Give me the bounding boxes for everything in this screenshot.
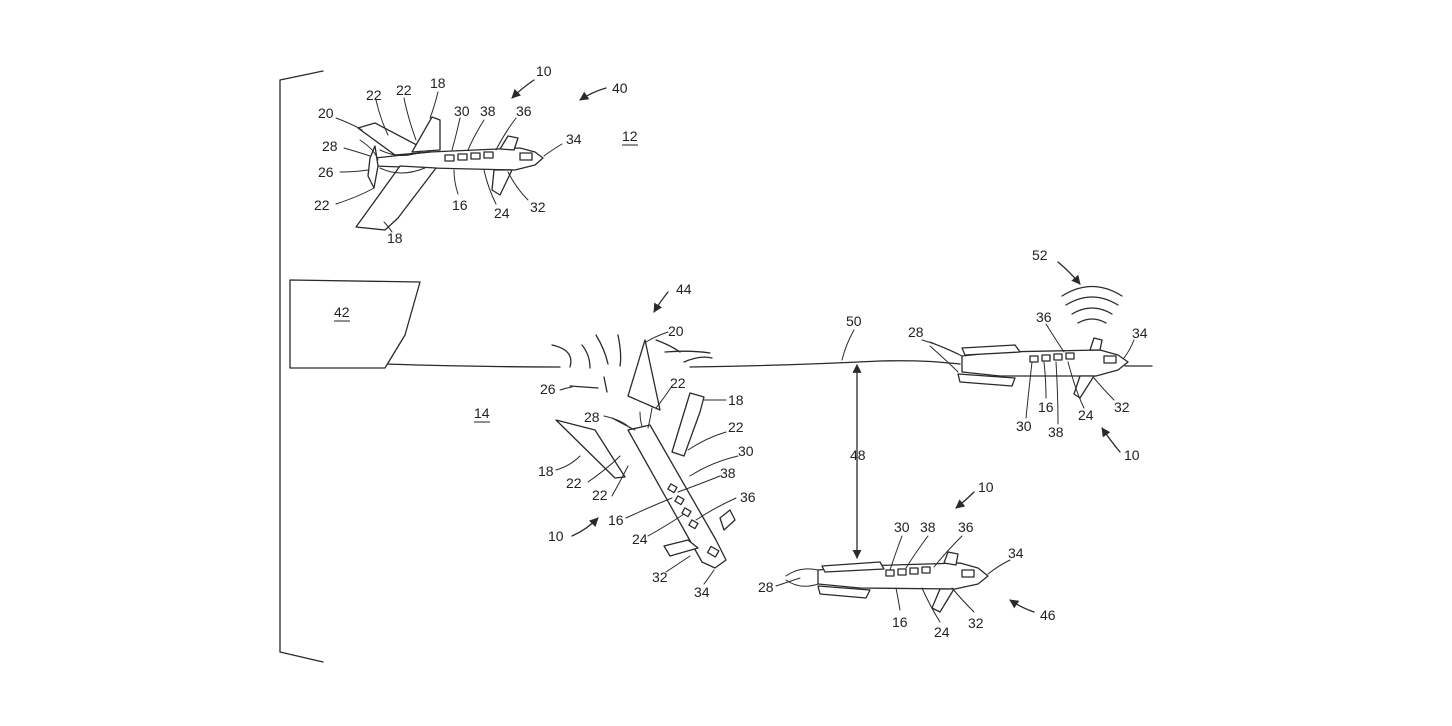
label-22-b: 22 [396, 82, 412, 98]
label-10-a: 10 [536, 63, 552, 79]
aircraft-44-crashing [551, 334, 736, 569]
label-24-a: 24 [494, 205, 510, 221]
label-36-d: 36 [958, 519, 974, 535]
label-18-d: 18 [538, 463, 554, 479]
label-38-b: 38 [720, 465, 736, 481]
label-32-a: 32 [530, 199, 546, 215]
label-18-c: 18 [728, 392, 744, 408]
label-18-a: 18 [430, 75, 446, 91]
label-16-d: 16 [892, 614, 908, 630]
label-52: 52 [1032, 247, 1048, 263]
label-36-a: 36 [516, 103, 532, 119]
label-46: 46 [1040, 607, 1056, 623]
label-24-b: 24 [632, 531, 648, 547]
label-18-b: 18 [387, 230, 403, 246]
label-28-d: 28 [758, 579, 774, 595]
label-34-d: 34 [1008, 545, 1024, 561]
water-surface-line [384, 360, 1153, 368]
label-28-b: 28 [584, 409, 600, 425]
left-boundary-bracket [279, 70, 324, 663]
label-30-c: 30 [1016, 418, 1032, 434]
aircraft-52-surfaced [929, 285, 1129, 399]
label-48: 48 [850, 447, 866, 463]
label-14: 14 [474, 405, 490, 421]
label-36-c: 36 [1036, 309, 1052, 325]
indicator-arrows [511, 79, 1121, 613]
label-10-c: 10 [1124, 447, 1140, 463]
label-24-c: 24 [1078, 407, 1094, 423]
label-22-a: 22 [366, 87, 382, 103]
label-16-a: 16 [452, 197, 468, 213]
label-28-c: 28 [908, 324, 924, 340]
label-34-b: 34 [694, 584, 710, 600]
label-28-a: 28 [322, 138, 338, 154]
label-36-b: 36 [740, 489, 756, 505]
label-44: 44 [676, 281, 692, 297]
reference-labels: 10 40 18 22 22 30 38 36 34 20 28 26 22 1… [314, 63, 1148, 640]
label-16-b: 16 [608, 512, 624, 528]
label-26-a: 26 [318, 164, 334, 180]
label-10-b: 10 [548, 528, 564, 544]
label-50: 50 [846, 313, 862, 329]
label-30-d: 30 [894, 519, 910, 535]
label-10-d: 10 [978, 479, 994, 495]
label-12: 12 [622, 128, 638, 144]
label-38-d: 38 [920, 519, 936, 535]
label-32-b: 32 [652, 569, 668, 585]
label-20-b: 20 [668, 323, 684, 339]
label-30-a: 30 [454, 103, 470, 119]
ship-42 [289, 279, 421, 369]
label-32-c: 32 [1114, 399, 1130, 415]
label-20-a: 20 [318, 105, 334, 121]
label-24-d: 24 [934, 624, 950, 640]
label-34-c: 34 [1132, 325, 1148, 341]
label-22-f: 22 [566, 475, 582, 491]
label-32-d: 32 [968, 615, 984, 631]
label-22-e: 22 [728, 419, 744, 435]
label-30-b: 30 [738, 443, 754, 459]
label-22-d: 22 [670, 375, 686, 391]
label-38-a: 38 [480, 103, 496, 119]
label-34-a: 34 [566, 131, 582, 147]
label-26-b: 26 [540, 381, 556, 397]
leader-lines [335, 91, 1135, 623]
label-42: 42 [334, 304, 350, 320]
label-22-c: 22 [314, 197, 330, 213]
aircraft-46-submerged [785, 551, 989, 613]
aircraft-40 [355, 116, 544, 231]
label-38-c: 38 [1048, 424, 1064, 440]
label-16-c: 16 [1038, 399, 1054, 415]
label-22-g: 22 [592, 487, 608, 503]
label-40: 40 [612, 80, 628, 96]
